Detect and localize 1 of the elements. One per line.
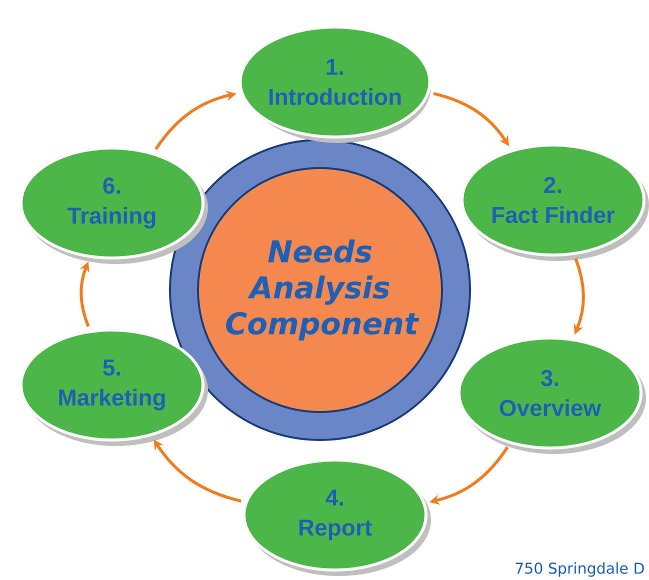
address-text: 750 Springdale D bbox=[516, 562, 644, 577]
